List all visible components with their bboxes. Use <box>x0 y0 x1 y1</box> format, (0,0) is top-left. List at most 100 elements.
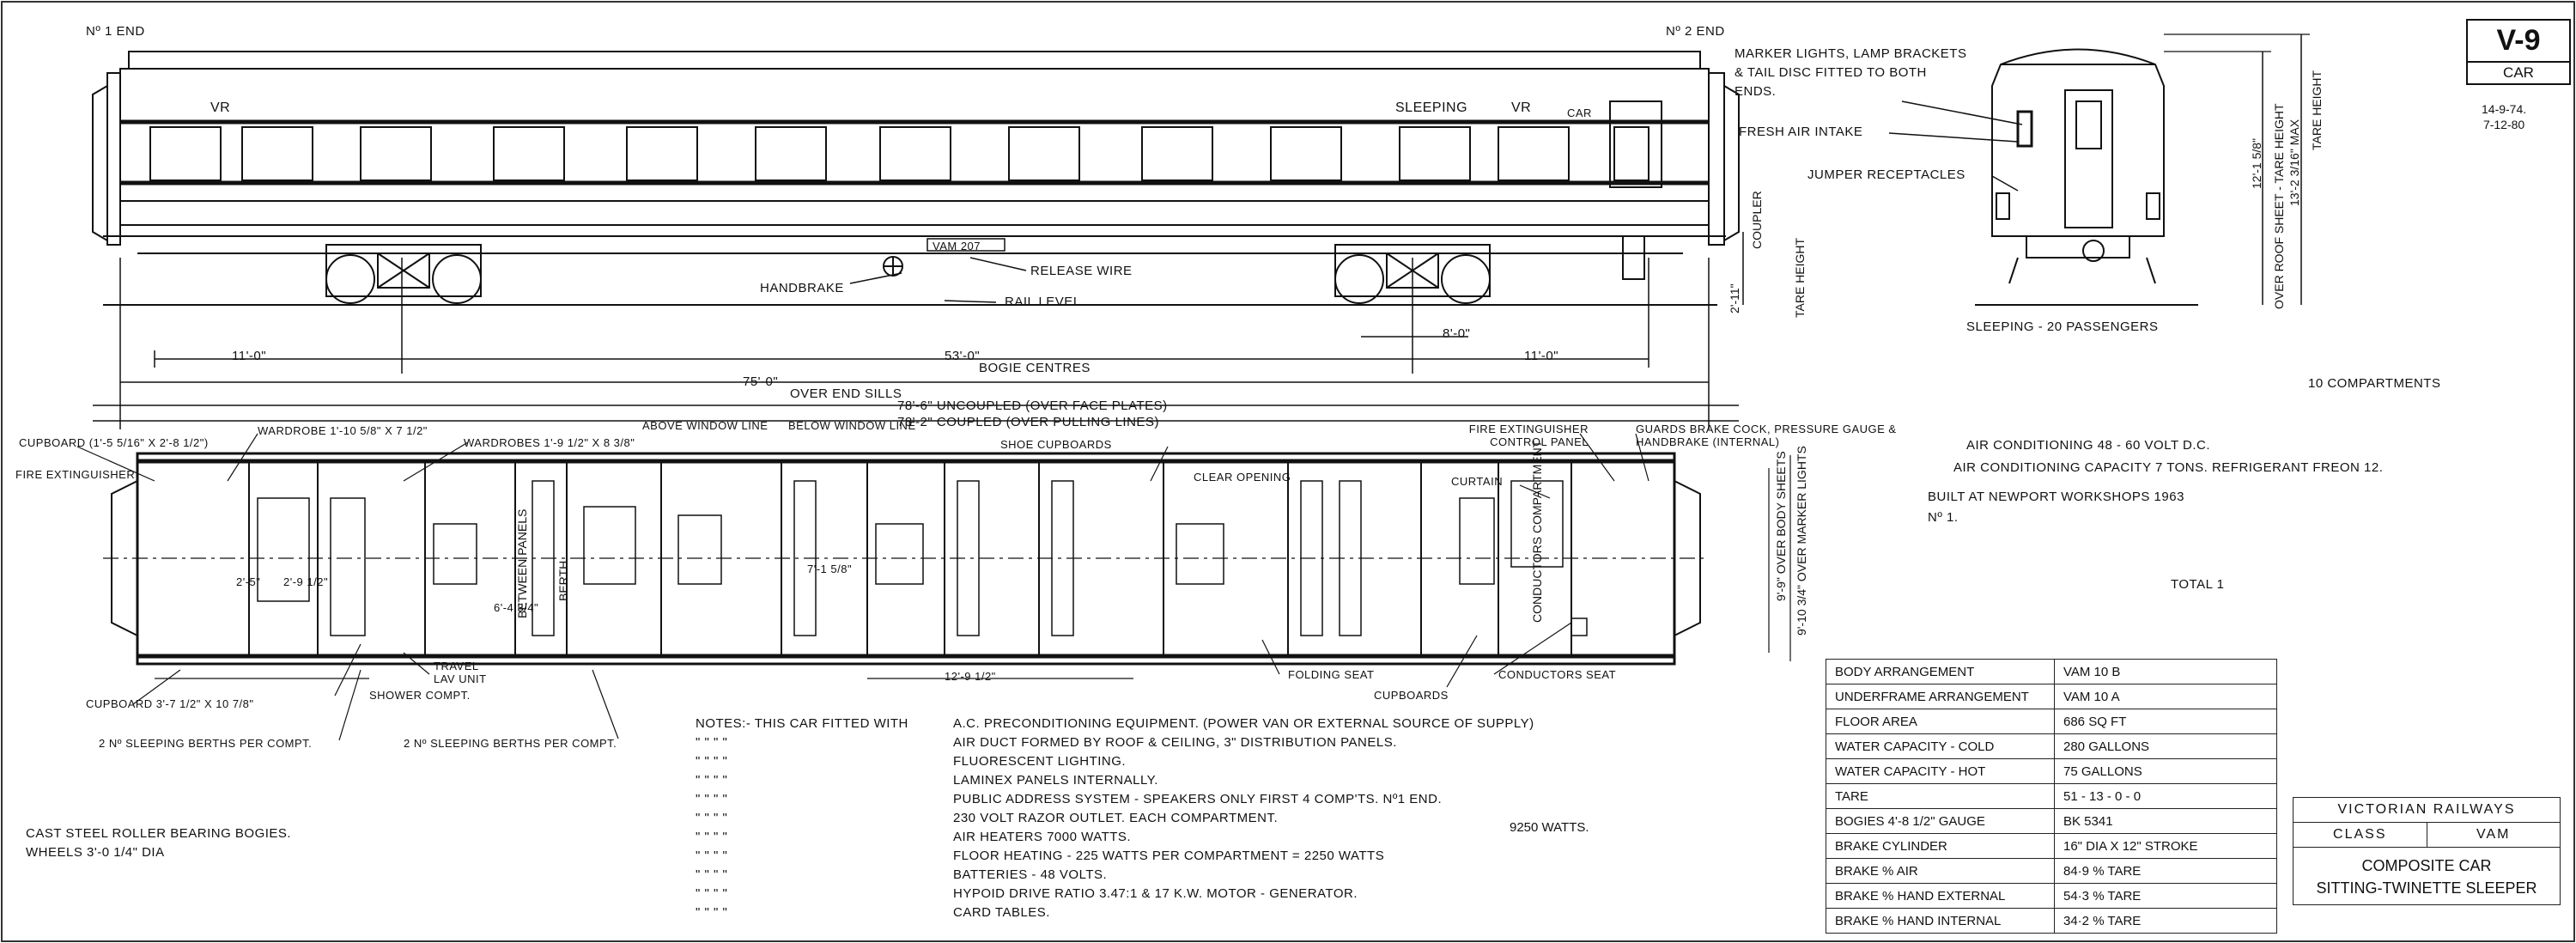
plan-view <box>76 433 1791 741</box>
title-block: VICTORIAN RAILWAYS CLASS VAM COMPOSITE C… <box>2293 797 2561 905</box>
dim-12-9: 12'-9 1/2" <box>945 670 996 683</box>
car-small-label: CAR <box>1567 106 1592 119</box>
above-window-label: ABOVE WINDOW LINE <box>642 419 769 432</box>
handbrake-label: HANDBRAKE <box>760 281 844 295</box>
berth-label: BERTH <box>556 560 570 601</box>
side-dimensions <box>93 257 1739 429</box>
vam-plate: VAM 207 <box>933 240 981 252</box>
dim-over-end-sills: 75'-0" <box>743 374 779 389</box>
height-2-dim: 13'-2 3/16" MAX <box>2287 119 2301 206</box>
bogie-centres-label: BOGIE CENTRES <box>979 361 1091 375</box>
cupboard-top-label: CUPBOARD (1'-5 5/16" x 2'-8 1/2") <box>19 436 209 449</box>
height-1-dim: 12'-1 5/8" <box>2250 137 2263 189</box>
folding-seat-label: FOLDING SEAT <box>1288 668 1375 681</box>
shower-label: SHOWER COMPT. <box>369 689 471 702</box>
drawing-number-box: V-9 CAR <box>2466 19 2571 85</box>
sleeping-passengers-label: SLEEPING - 20 PASSENGERS <box>1966 319 2159 334</box>
height-2-label: TARE HEIGHT <box>2310 70 2324 150</box>
cupboards-label: CUPBOARDS <box>1374 689 1449 702</box>
air-cond-2: AIR CONDITIONING CAPACITY 7 TONS. REFRIG… <box>1953 460 2384 475</box>
desc-line1: COMPOSITE CAR <box>2361 857 2492 874</box>
notes-row: " " " "AIR HEATERS 7000 WATTS. <box>696 830 1132 844</box>
watts-total: 9250 WATTS. <box>1510 820 1589 835</box>
date-2: 7-12-80 <box>2482 118 2525 131</box>
railway-name: VICTORIAN RAILWAYS <box>2293 798 2560 823</box>
curtain-label: CURTAIN <box>1451 475 1504 488</box>
shoe-cupboards-label: SHOE CUPBOARDS <box>1000 438 1112 451</box>
fire-ext-left-label: FIRE EXTINGUISHER <box>15 468 136 481</box>
over-body-sheets-label: 9'-9" OVER BODY SHEETS <box>1774 451 1788 601</box>
notes-row: " " " "PUBLIC ADDRESS SYSTEM - SPEAKERS … <box>696 792 1443 806</box>
air-cond-1: AIR CONDITIONING 48 - 60 VOLT D.C. <box>1966 438 2210 453</box>
notes-row: " " " "FLOOR HEATING - 225 WATTS PER COM… <box>696 849 1385 863</box>
coupler-label: COUPLER <box>1750 191 1764 249</box>
fire-ext-panel-label: FIRE EXTINGUISHER CONTROL PANEL <box>1468 423 1589 448</box>
no2-end-label: Nº 2 END <box>1666 24 1725 39</box>
release-wire-label: RELEASE WIRE <box>1030 264 1133 278</box>
notes-row: " " " "230 VOLT RAZOR OUTLET. EACH COMPA… <box>696 811 1279 825</box>
wardrobe-1-label: WARDROBE 1'-10 5/8" x 7 1/2" <box>258 424 428 437</box>
notes-row: " " " "CARD TABLES. <box>696 905 1050 920</box>
number-label: Nº 1. <box>1928 510 1959 525</box>
end-view <box>1888 33 2310 306</box>
drawing-type: CAR <box>2503 64 2534 81</box>
bogies-line1: CAST STEEL ROLLER BEARING BOGIES. <box>26 826 292 841</box>
travel-lav-label: TRAVEL LAV UNIT <box>434 660 487 685</box>
conductors-seat-label: CONDUCTORS SEAT <box>1498 668 1617 681</box>
conductors-compt-label: CONDUCTORS COMPARTMENT <box>1530 440 1544 623</box>
cupboard-bottom-label: CUPBOARD 3'-7 1/2" x 10 7/8" <box>86 697 254 710</box>
vr-right-label: VR <box>1511 100 1532 115</box>
dim-2-5: 2'-5" <box>236 575 261 588</box>
rail-level-label: RAIL LEVEL <box>1005 295 1081 309</box>
notes-row: " " " "BATTERIES - 48 VOLTS. <box>696 867 1108 882</box>
built-at-label: BUILT AT NEWPORT WORKSHOPS 1963 <box>1928 490 2184 504</box>
dim-uncoupled: 78'-6" UNCOUPLED (OVER FACE PLATES) <box>897 398 1168 413</box>
jumper-receptacles-label: JUMPER RECEPTACLES <box>1807 167 1965 182</box>
below-window-label: BELOW WINDOW LINE <box>788 419 916 432</box>
no1-end-label: Nº 1 END <box>86 24 145 39</box>
class-label: CLASS <box>2293 823 2427 847</box>
drawing-code: V-9 <box>2468 21 2569 63</box>
dim-coupled: 78'-2" COUPLED (OVER PULLING LINES) <box>897 415 1159 429</box>
notes-row: " " " "LAMINEX PANELS INTERNALLY. <box>696 773 1158 788</box>
notes-row: " " " "HYPOID DRIVE RATIO 3.47:1 & 17 K.… <box>696 886 1358 901</box>
height-1-label: OVER ROOF SHEET - TARE HEIGHT <box>2272 103 2286 309</box>
date-1: 14-9-74. <box>2482 102 2527 116</box>
sleeping-berths-2-label: 2 Nº SLEEPING BERTHS PER COMPT. <box>404 737 617 750</box>
wardrobes-label: WARDROBES 1'-9 1/2" x 8 3/8" <box>464 436 635 449</box>
class-value: VAM <box>2476 827 2511 842</box>
dim-wheelbase: 8'-0" <box>1443 326 1471 341</box>
over-marker-lights-label: 9'-10 3/4" OVER MARKER LIGHTS <box>1795 446 1808 636</box>
compartments-label: 10 COMPARTMENTS <box>2308 376 2441 391</box>
coupler-height-dim: 2'-11" <box>1728 283 1741 313</box>
dim-bogie-left: 11'-0" <box>232 349 267 363</box>
bogie-left <box>325 244 482 304</box>
fresh-air-intake-label: FRESH AIR INTAKE <box>1739 125 1863 139</box>
sleeping-berths-1-label: 2 Nº SLEEPING BERTHS PER COMPT. <box>99 737 313 750</box>
notes-row: " " " "AIR DUCT FORMED BY ROOF & CEILING… <box>696 735 1397 750</box>
dim-6-4: 6'-4 3/4" <box>494 601 539 614</box>
clear-opening-label: CLEAR OPENING <box>1194 471 1291 484</box>
guards-brake-label: GUARDS BRAKE COCK, PRESSURE GAUGE & HAND… <box>1636 423 1897 448</box>
dim-2-9: 2'-9 1/2" <box>283 575 329 588</box>
total-label: TOTAL 1 <box>2171 577 2225 592</box>
side-elevation <box>92 51 1744 306</box>
marker-lights-note: MARKER LIGHTS, LAMP BRACKETS & TAIL DISC… <box>1735 46 1967 99</box>
tare-height-label: TARE HEIGHT <box>1793 237 1807 318</box>
dim-bogie-right: 11'-0" <box>1524 349 1559 363</box>
bogies-line2: WHEELS 3'-0 1/4" DIA <box>26 845 165 860</box>
